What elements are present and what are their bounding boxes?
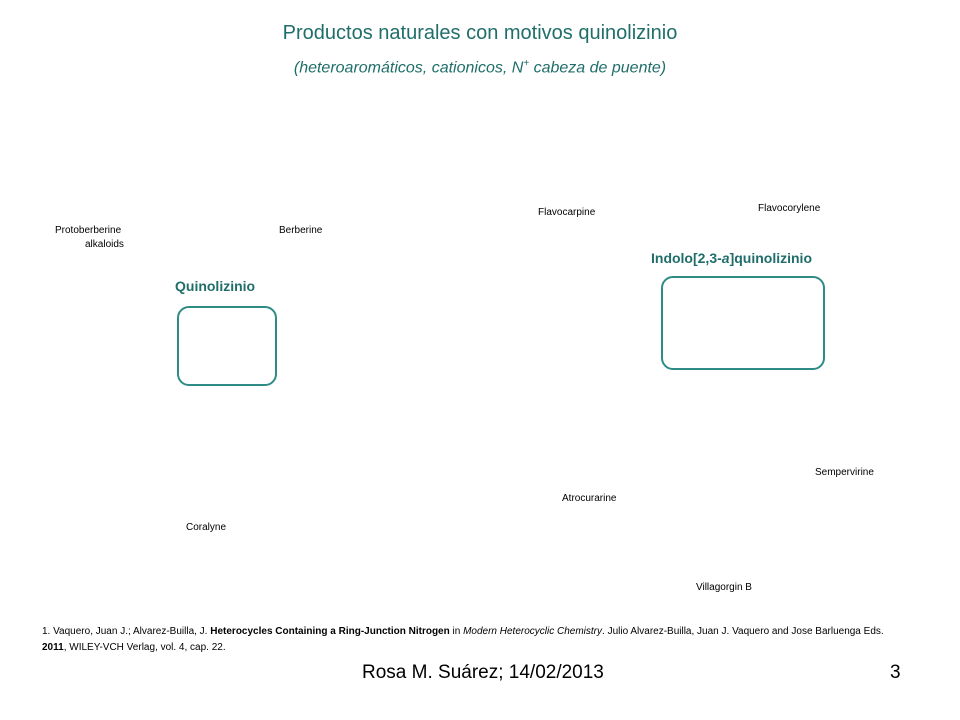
footnote-number: 1. xyxy=(42,626,51,637)
indolo-pre: Indolo[2,3- xyxy=(651,250,722,266)
label-sempervirine: Sempervirine xyxy=(815,467,874,478)
label-flavocarpine: Flavocarpine xyxy=(538,207,596,218)
quinolizinio-box xyxy=(177,306,277,386)
footnote-year: 2011 xyxy=(42,642,64,653)
subtitle-sup: + xyxy=(523,58,530,69)
footnote-publisher: , WILEY-VCH Verlag, vol. 4, cap. 22. xyxy=(63,642,226,653)
indolo-post: ]quinolizinio xyxy=(729,250,812,266)
label-flavocorylene: Flavocorylene xyxy=(758,203,821,214)
footer-author-date: Rosa M. Suárez; 14/02/2013 xyxy=(362,662,604,683)
label-coralyne: Coralyne xyxy=(186,522,227,533)
label-protoberberine: Protoberberine xyxy=(55,225,122,236)
label-villagorgin: Villagorgin B xyxy=(696,582,752,593)
label-berberine: Berberine xyxy=(279,225,323,236)
subtitle-post: cabeza de puente) xyxy=(529,59,667,77)
footnote-book: Modern Heterocyclic Chemistry xyxy=(463,626,603,637)
footnote-editors: . Julio Alvarez-Builla, Juan J. Vaquero … xyxy=(602,626,884,637)
footnote-authors: Vaquero, Juan J.; Alvarez-Builla, J. xyxy=(53,626,208,637)
slide-title: Productos naturales con motivos quinoliz… xyxy=(282,22,678,44)
section-indoloquinolizinio: Indolo[2,3-a]quinolizinio xyxy=(651,250,812,266)
label-atrocurarine: Atrocurarine xyxy=(562,493,617,504)
section-quinolizinio: Quinolizinio xyxy=(175,278,256,294)
indoloquinolizinio-box xyxy=(661,276,825,370)
footer-page-number: 3 xyxy=(890,662,901,683)
indolo-it: a xyxy=(721,250,730,266)
slide-subtitle: (heteroaromáticos, cationicos, N+ cabeza… xyxy=(0,58,960,77)
footnote-in: in xyxy=(452,626,461,637)
label-alkaloids: alkaloids xyxy=(85,239,124,250)
footnote-reference: 1. Vaquero, Juan J.; Alvarez-Builla, J. … xyxy=(42,624,922,656)
subtitle-pre: (heteroaromáticos, cationicos, N xyxy=(293,59,524,77)
footnote-title: Heterocycles Containing a Ring-Junction … xyxy=(210,626,450,637)
